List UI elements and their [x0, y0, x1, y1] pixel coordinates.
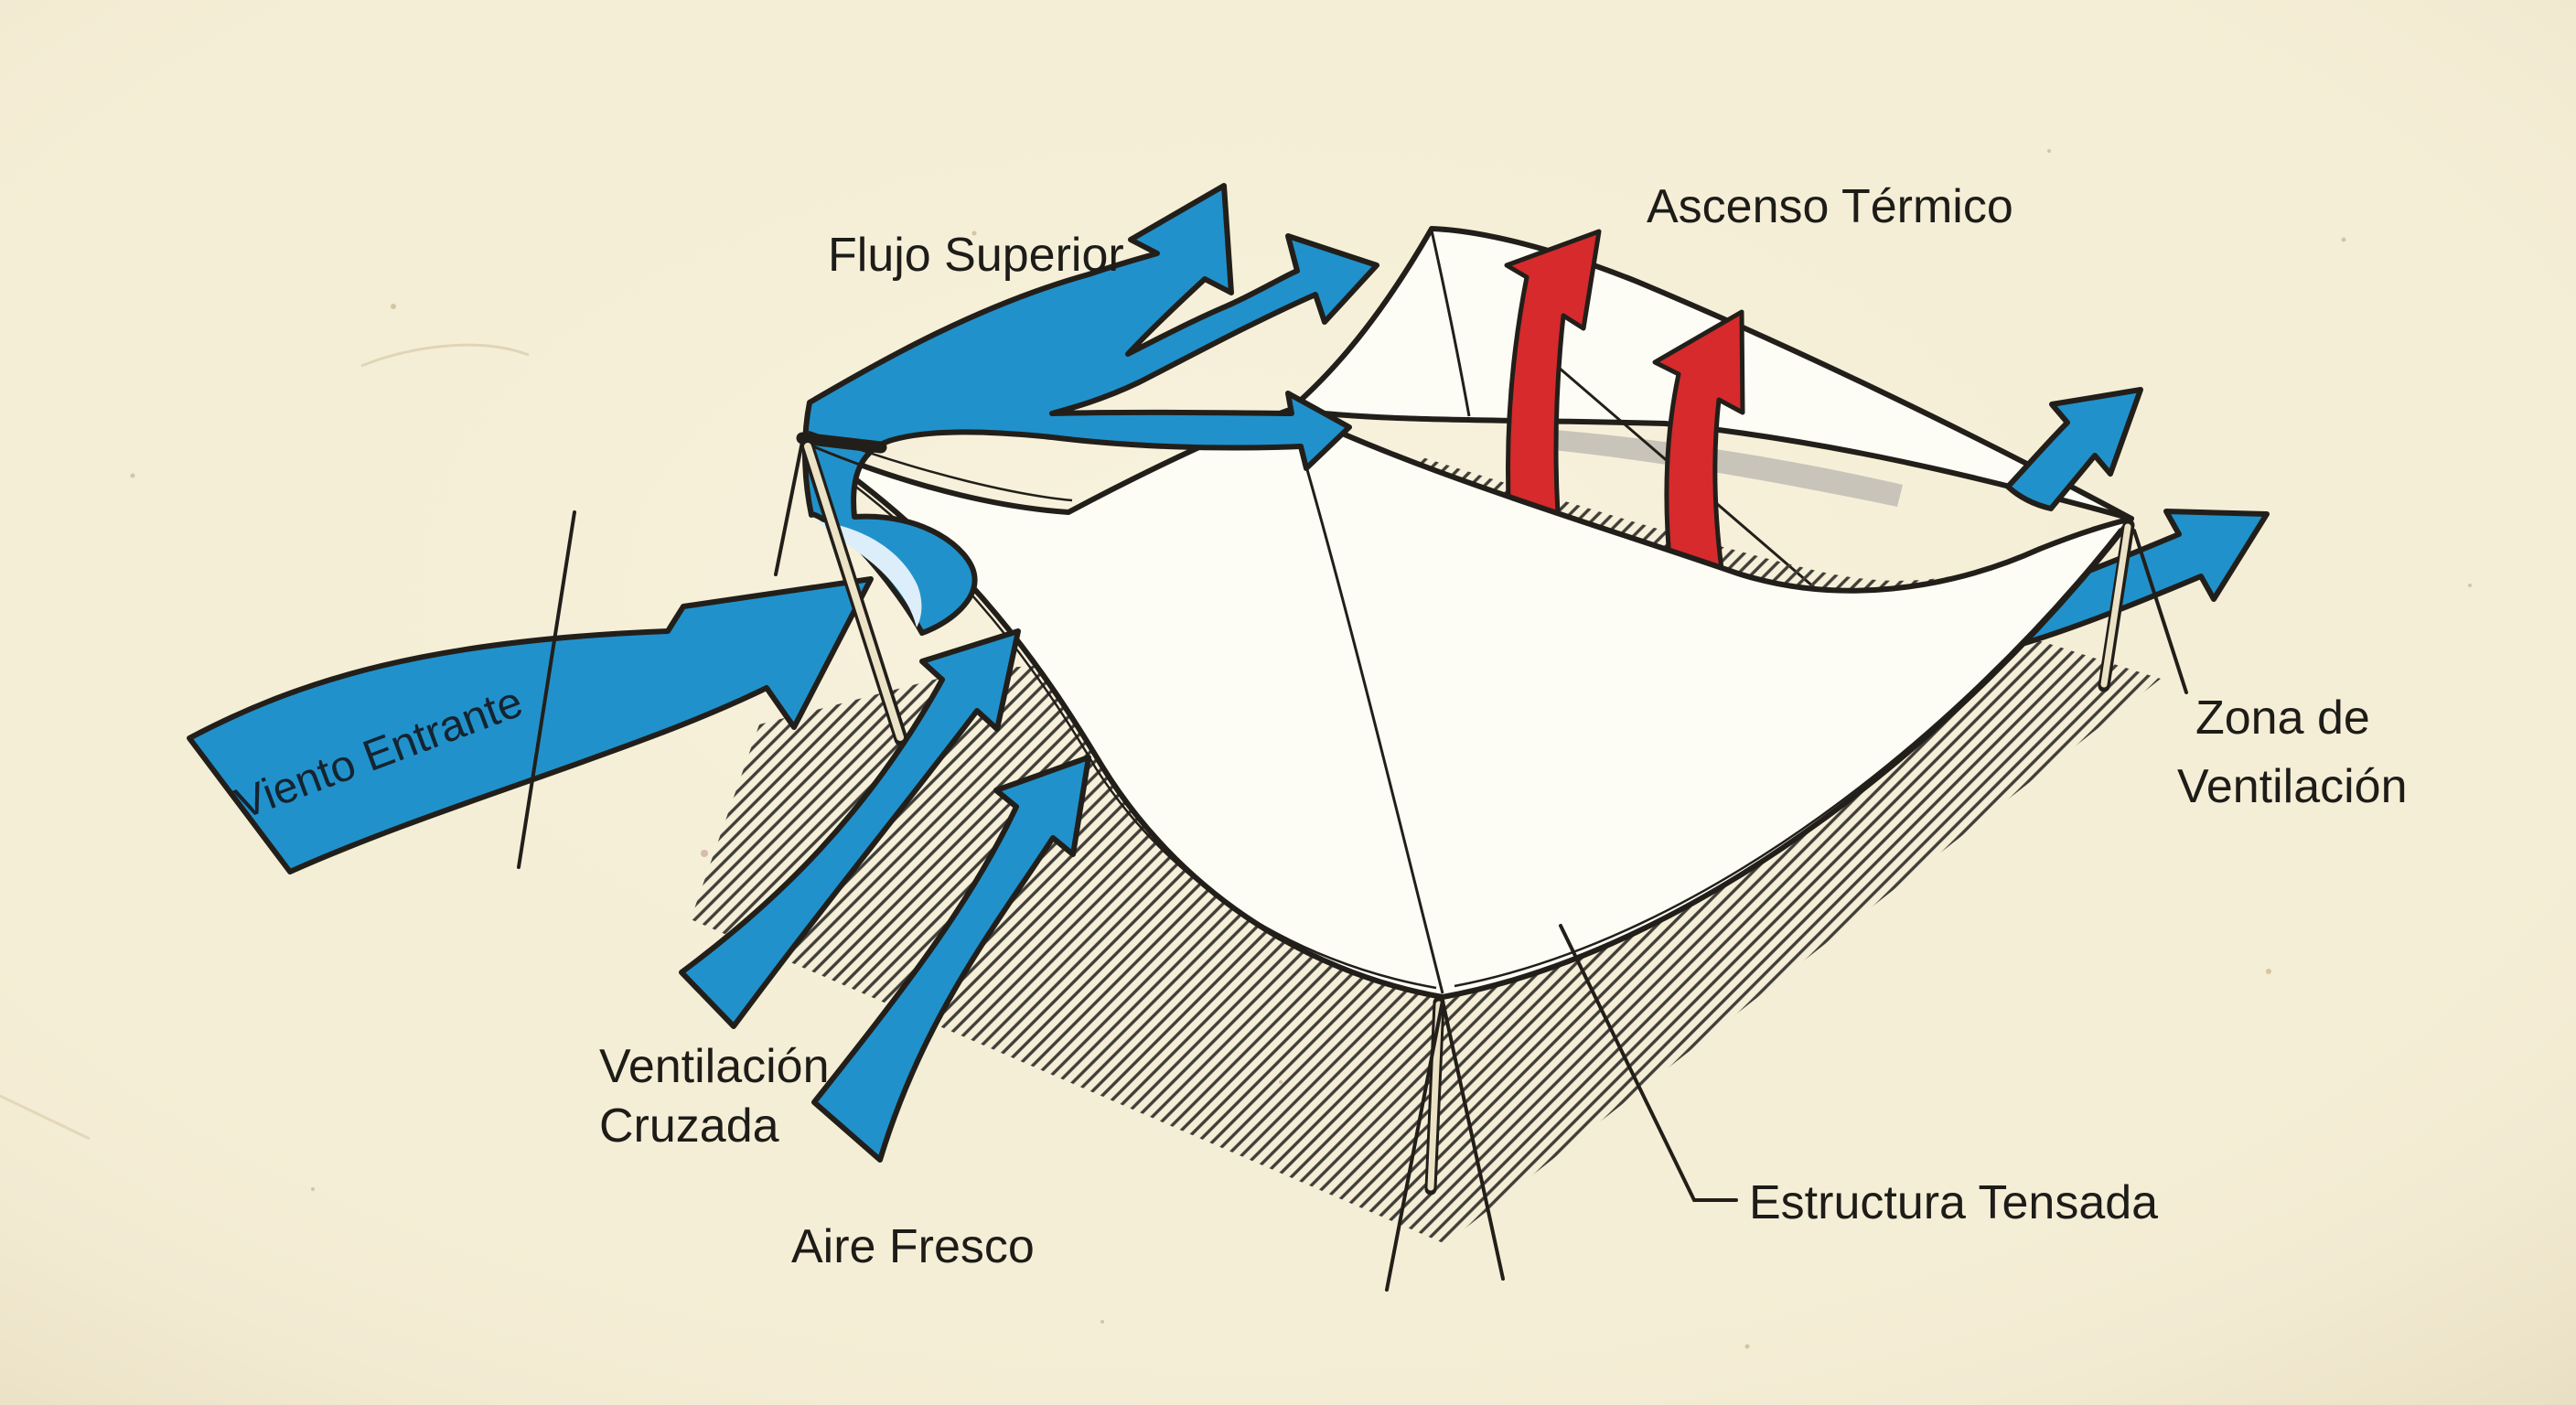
left-short-guy-line	[774, 440, 804, 576]
thermal-arrow-right	[1652, 309, 1745, 572]
structure-lines	[517, 430, 2188, 1292]
upper-flow-group	[802, 183, 1379, 636]
front-guy-line-left	[1385, 999, 1444, 1292]
paper-crease-bottom	[0, 1094, 91, 1141]
label-aire-fresco: Aire Fresco	[791, 1220, 1035, 1273]
estructura-leader-line	[1559, 924, 1738, 1202]
cross-vent-arrows	[679, 628, 1091, 1163]
label-ascenso-termico: Ascenso Térmico	[1647, 180, 2013, 233]
leader-lines	[1559, 924, 1738, 1202]
label-ventilacion-cruzada: Ventilación Cruzada	[599, 1040, 843, 1153]
thermal-arrow-left	[1504, 229, 1602, 552]
thermal-rise-arrows	[1504, 229, 1745, 572]
label-zona-ventilacion: Zona de Ventilación	[2177, 692, 2408, 813]
right-guy-line	[2132, 529, 2188, 694]
left-mast-pole	[804, 443, 904, 741]
labels: Flujo Superior Ascenso Térmico Ventilaci…	[599, 180, 2408, 1273]
exit-arrow-upper-right	[2005, 387, 2143, 511]
left-corner-bar	[796, 432, 887, 454]
label-flujo-superior: Flujo Superior	[828, 229, 1124, 282]
paper-crease-top	[360, 343, 530, 368]
canopy-top-edge-overlay	[801, 440, 1069, 514]
cross-vent-arrow-upper	[679, 628, 1021, 1029]
upper-flow-arrow	[802, 183, 1379, 636]
cross-vent-arrow-lower	[811, 755, 1091, 1163]
right-pole	[2100, 523, 2131, 688]
left-ground-guy-line	[517, 510, 576, 869]
front-canopy-center-seam	[1288, 409, 1444, 994]
front-guy-line-right	[1441, 999, 1505, 1281]
canopy-underside-shade	[1540, 430, 1903, 507]
flow-highlight-notch	[817, 521, 922, 627]
front-right-edge-companion	[1454, 528, 2121, 988]
label-estructura-tensada: Estructura Tensada	[1749, 1176, 2158, 1229]
incoming-wind-arrow	[187, 576, 874, 874]
rear-canopy-seam	[1430, 230, 1471, 417]
